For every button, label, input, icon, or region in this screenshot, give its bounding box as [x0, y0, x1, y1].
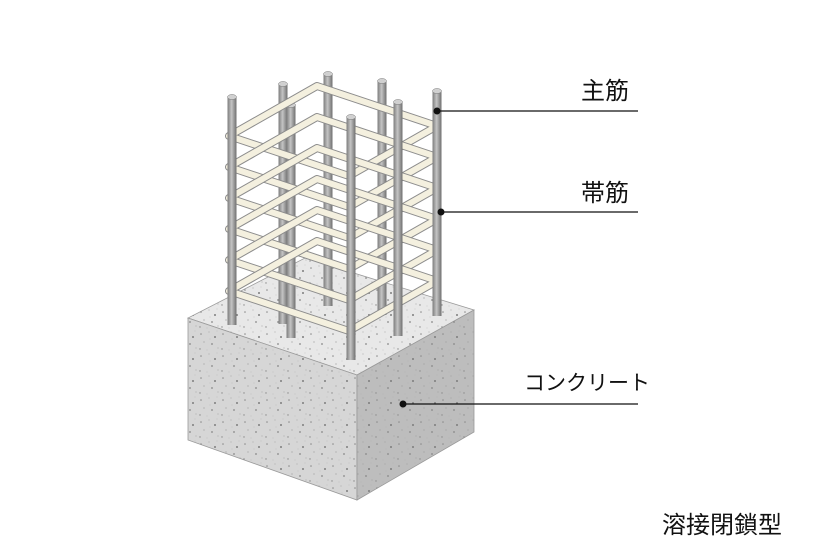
- concrete-label: コンクリート: [524, 371, 650, 395]
- hoop-rebar: [226, 176, 440, 272]
- concrete-block: [186, 257, 476, 501]
- leader-dot-concrete: [399, 400, 407, 408]
- main-rebar: [393, 102, 403, 336]
- hoop-rebar-outline: [225, 113, 441, 211]
- type-label: 溶接閉鎖型: [662, 511, 782, 539]
- leader-dot-main-rebar: [433, 107, 441, 115]
- leader-dot-hoop: [437, 208, 445, 216]
- hoop-rebar: [226, 145, 440, 241]
- hoop-rebar-outline: [225, 175, 441, 273]
- hoop-rebar-label: 帯筋: [581, 179, 629, 207]
- main-rebar: [346, 117, 356, 360]
- hoop-rebar-outline: [225, 144, 441, 242]
- main-rebars-front: [227, 88, 442, 360]
- leader-lines: [399, 107, 638, 408]
- main-rebar: [278, 84, 288, 324]
- main-rebar: [227, 97, 237, 325]
- main-rebar: [323, 74, 333, 306]
- main-rebar: [432, 91, 442, 316]
- main-rebar-label: 主筋: [581, 77, 629, 105]
- hoop-rebar-outline: [225, 82, 441, 180]
- hoop-rebar: [226, 83, 440, 179]
- hoop-rebar: [226, 114, 440, 210]
